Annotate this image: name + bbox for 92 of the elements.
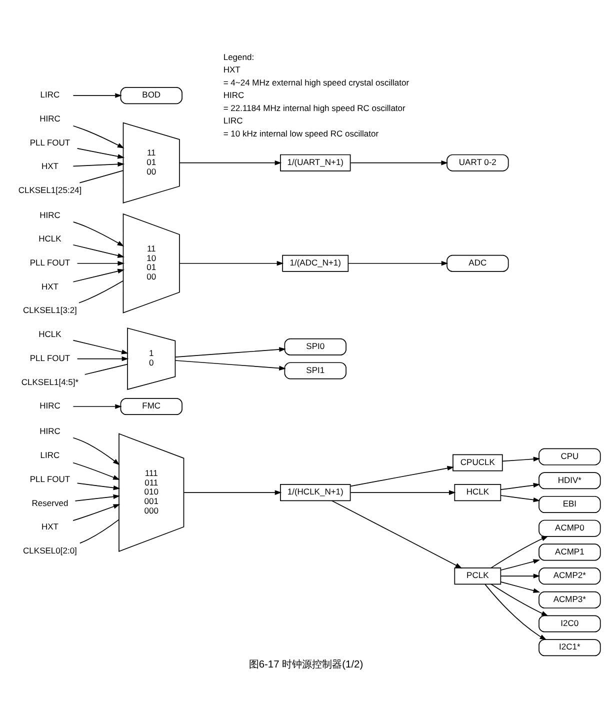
arrow [179, 260, 284, 266]
node-box: ACMP0 [538, 519, 601, 536]
node-text: HIRC [40, 113, 60, 124]
node-box: 1/(ADC_N+1) [282, 254, 349, 272]
arrow [350, 490, 456, 494]
node-text: CLKSEL0[2:0] [23, 544, 77, 555]
arrow [500, 573, 540, 578]
node-text: PLL FOUT [30, 257, 70, 268]
arrow [72, 404, 122, 408]
node-box: I2C0 [538, 614, 601, 632]
node-text: LIRC [40, 450, 60, 460]
arrow [72, 339, 128, 354]
node-text: HIRC [40, 400, 60, 410]
node-text: HCLK [38, 328, 62, 339]
node-text: LIRC [40, 89, 60, 100]
node-text: Reserved [32, 497, 68, 508]
node-text: PLL FOUT [30, 473, 70, 484]
node-box: EBI [538, 495, 601, 512]
arrow [72, 436, 120, 465]
node-box: UART 0-2 [446, 154, 509, 171]
arrow [502, 456, 540, 462]
node-box: 1 0 [127, 327, 176, 390]
connector [78, 280, 124, 303]
node-box: HCLK [454, 484, 502, 501]
node-text: HXT [41, 521, 58, 532]
node-text: PLL FOUT [30, 136, 70, 147]
node-box: 1/(HCLK_N+1) [280, 484, 351, 501]
caption: 图6-17 时钟源控制器(1/2) [248, 658, 364, 670]
label: Legend: [223, 51, 254, 62]
arrow [500, 494, 540, 502]
arrow [175, 346, 286, 357]
arrow [484, 584, 547, 640]
label: = 4~24 MHz external high speed crystal oscillator [223, 76, 410, 87]
node-box: CPU [538, 448, 601, 465]
arrow [348, 260, 448, 266]
arrow [72, 268, 124, 282]
arrow [490, 583, 548, 616]
arrow [500, 558, 540, 570]
label: HIRC [223, 90, 244, 100]
node-text: CLKSEL1[25:24] [18, 184, 82, 195]
label: HXT [223, 64, 240, 74]
node-text: CLKSEL1[3:2] [23, 304, 77, 315]
arrow [490, 536, 548, 568]
arrow [76, 260, 125, 266]
node-box: ACMP1 [538, 543, 601, 560]
arrow [76, 148, 125, 158]
arrow [350, 465, 454, 486]
node-box: PCLK [454, 567, 502, 584]
arrow [72, 92, 122, 98]
arrow [72, 244, 124, 258]
node-box: 11 01 00 [122, 122, 180, 203]
node-box: SPI0 [284, 338, 346, 355]
connector [84, 363, 128, 374]
node-text: HXT [41, 160, 58, 171]
node-box: BOD [120, 86, 182, 104]
node-box: 1/(UART_N+1) [280, 154, 351, 171]
node-box: ACMP3* [538, 590, 601, 608]
arrow [74, 494, 120, 501]
arrow [72, 462, 120, 480]
label: LIRC [223, 115, 243, 126]
node-box: ADC [446, 254, 509, 272]
node-text: HIRC [40, 209, 60, 220]
label: = 22.1184 MHz internal high speed RC oscillator [223, 102, 406, 112]
arrow [500, 581, 540, 592]
arrow [500, 482, 540, 490]
node-box: 111 011 010 001 000 [118, 432, 184, 552]
connector [79, 518, 120, 544]
label: = 10 kHz internal low speed RC oscillator [223, 128, 379, 138]
arrow [72, 124, 124, 148]
node-box: 11 10 01 00 [122, 212, 180, 313]
node-text: HCLK [38, 233, 62, 244]
connector [79, 170, 124, 183]
node-box: CPUCLK [452, 454, 503, 471]
node-box: HDIV* [538, 472, 601, 489]
arrow [175, 360, 286, 370]
arrow [72, 504, 120, 521]
arrow [76, 356, 129, 361]
node-box: ACMP2* [538, 567, 601, 584]
node-box: I2C1* [538, 638, 601, 656]
arrow [72, 221, 124, 246]
node-box: SPI1 [284, 362, 346, 379]
arrow [332, 500, 462, 568]
arrow [72, 161, 125, 166]
arrow [76, 482, 120, 490]
node-box: FMC [120, 397, 182, 415]
arrow [183, 490, 282, 494]
node-text: HXT [41, 280, 58, 291]
node-text: HIRC [40, 426, 60, 436]
arrow [179, 160, 282, 165]
node-text: PLL FOUT [30, 352, 70, 362]
arrow [350, 160, 448, 165]
node-text: CLKSEL1[4:5]* [21, 376, 79, 386]
